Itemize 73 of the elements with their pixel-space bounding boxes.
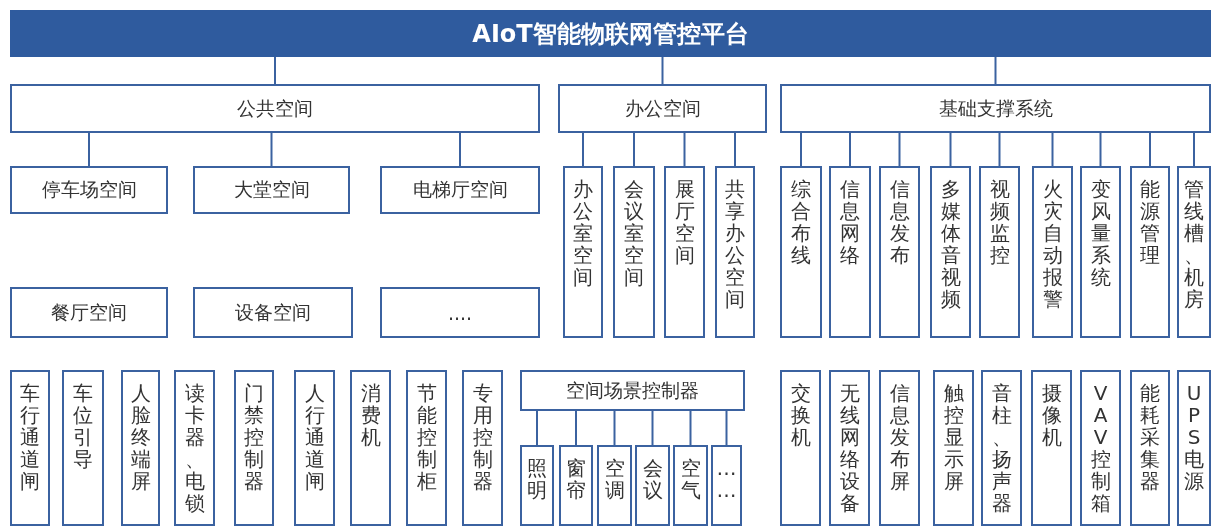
category-box: ....: [380, 287, 540, 338]
category-box: 餐厅空间: [10, 287, 168, 338]
connector-line: [898, 132, 901, 167]
item-box: 车位引导: [62, 370, 104, 526]
connector-line: [582, 132, 584, 167]
item-box: 会议: [635, 445, 670, 526]
connector-line: [613, 410, 616, 446]
item-box: ……: [711, 445, 742, 526]
item-box: 多媒体音视频: [930, 166, 971, 338]
item-box: 车行通道闸: [10, 370, 50, 526]
item-box: 交换机: [780, 370, 821, 526]
connector-line: [949, 132, 952, 167]
category-box: 办公空间: [558, 84, 767, 133]
item-box: 窗帘: [559, 445, 593, 526]
item-box: 展厅空间: [664, 166, 705, 338]
title-bar: AIoT智能物联网管控平台: [10, 10, 1211, 57]
category-box: 空间场景控制器: [520, 370, 745, 411]
item-box: 共享办公空间: [715, 166, 755, 338]
connector-line: [1149, 132, 1151, 167]
item-box: 消费机: [350, 370, 391, 526]
item-box: 会议室空间: [613, 166, 655, 338]
connector-line: [661, 56, 664, 85]
item-box: 专用控制器: [462, 370, 503, 526]
item-box: 能耗采集器: [1130, 370, 1170, 526]
item-box: 信息发布: [879, 166, 920, 338]
connector-line: [683, 132, 686, 167]
connector-line: [689, 410, 692, 446]
connector-line: [270, 132, 273, 167]
item-box: 火灾自动报警: [1032, 166, 1073, 338]
connector-line: [725, 410, 728, 446]
item-box: VAV控制箱: [1080, 370, 1121, 526]
item-box: 变风量系统: [1080, 166, 1121, 338]
item-box: 管线槽、机房: [1177, 166, 1211, 338]
item-box: 读卡器、电锁: [174, 370, 215, 526]
item-box: 无线网络设备: [829, 370, 870, 526]
item-box: 信息发布屏: [879, 370, 920, 526]
item-box: 人脸终端屏: [121, 370, 160, 526]
category-box: 大堂空间: [193, 166, 350, 214]
item-box: 空气: [673, 445, 708, 526]
item-box: 能源管理: [1130, 166, 1170, 338]
item-box: UPS电源: [1177, 370, 1211, 526]
connector-line: [734, 132, 736, 167]
item-box: 信息网络: [829, 166, 871, 338]
connector-line: [274, 56, 276, 85]
connector-line: [998, 132, 1001, 167]
connector-line: [459, 132, 461, 167]
item-box: 音柱、扬声器: [981, 370, 1022, 526]
connector-line: [1193, 132, 1195, 167]
item-box: 照明: [520, 445, 554, 526]
item-box: 门禁控制器: [234, 370, 274, 526]
item-box: 视频监控: [979, 166, 1020, 338]
item-box: 摄像机: [1031, 370, 1072, 526]
category-box: 基础支撑系统: [780, 84, 1211, 133]
category-box: 电梯厅空间: [380, 166, 540, 214]
connector-line: [1051, 132, 1054, 167]
connector-line: [994, 56, 997, 85]
category-box: 公共空间: [10, 84, 540, 133]
item-box: 综合布线: [780, 166, 822, 338]
connector-line: [849, 132, 851, 167]
connector-line: [88, 132, 90, 167]
category-box: 设备空间: [193, 287, 353, 338]
item-box: 人行通道闸: [294, 370, 335, 526]
connector-line: [1099, 132, 1102, 167]
category-box: 停车场空间: [10, 166, 168, 214]
item-box: 空调: [597, 445, 632, 526]
connector-line: [633, 132, 635, 167]
item-box: 办公室空间: [563, 166, 603, 338]
connector-line: [575, 410, 577, 446]
connector-line: [536, 410, 538, 446]
connector-line: [800, 132, 802, 167]
item-box: 触控显示屏: [933, 370, 974, 526]
item-box: 节能控制柜: [406, 370, 447, 526]
connector-line: [651, 410, 654, 446]
